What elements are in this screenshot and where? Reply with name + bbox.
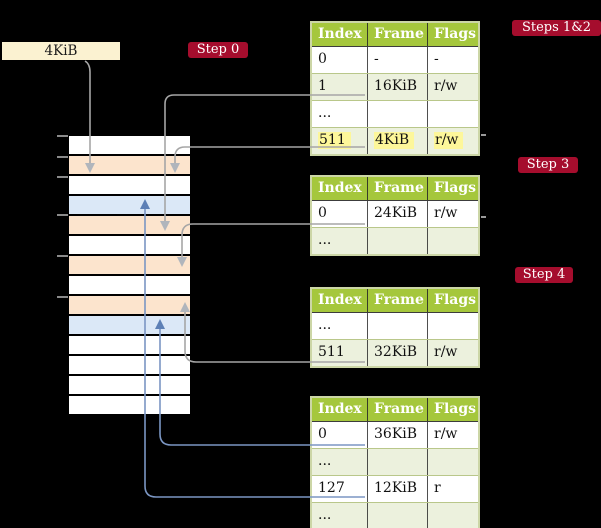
- table-cell: 24KiB: [368, 201, 428, 227]
- memory-page-orange: [69, 296, 190, 314]
- badge-steps-1-2: Steps 1&2: [512, 20, 601, 36]
- table-cell: ...: [312, 101, 368, 127]
- table-cell: [368, 449, 428, 475]
- memory-page-orange: [69, 156, 190, 174]
- table-cell: [368, 101, 428, 127]
- column-header-index: Index: [312, 177, 368, 200]
- table-cell: ...: [312, 503, 368, 528]
- table-row: ...: [312, 448, 478, 475]
- table-cell: 0: [312, 47, 368, 73]
- tick-mark: [57, 135, 68, 137]
- memory-page-white: [69, 336, 190, 354]
- table-cell: r/w: [428, 128, 478, 154]
- table-cell: [428, 313, 478, 339]
- column-header-frame: Frame: [368, 23, 428, 46]
- memory-page-white: [69, 136, 190, 154]
- tick-mark: [57, 176, 68, 178]
- table-cell: 0: [312, 422, 368, 448]
- table-cell: [368, 313, 428, 339]
- table-row: ...: [312, 227, 478, 254]
- memory-page-white: [69, 376, 190, 394]
- column-header-flags: Flags: [434, 180, 476, 196]
- column-header-frame: Frame: [368, 289, 428, 312]
- tick-mark: [57, 156, 68, 158]
- tick-mark: [57, 255, 68, 257]
- table-row: ...: [312, 502, 478, 528]
- table-cell: r/w: [434, 344, 458, 360]
- table-cell: -: [368, 47, 428, 73]
- table-row: 511 4KiB r/w: [312, 127, 478, 154]
- memory-page-white: [69, 276, 190, 294]
- column-header-frame: Frame: [368, 177, 428, 200]
- table-cell: 511: [312, 340, 368, 366]
- tick-mark: [57, 296, 68, 298]
- table-cell: 4KiB: [368, 128, 428, 154]
- table-cell: r: [434, 480, 441, 496]
- table-cell: ...: [312, 313, 368, 339]
- column-header-index: Index: [312, 398, 368, 421]
- table-cell: r/w: [434, 205, 458, 221]
- tick-mark: [57, 214, 68, 216]
- highlighted-value: 4KiB: [374, 132, 415, 149]
- badge-step-3: Step 3: [518, 157, 578, 173]
- table-cell: r/w: [434, 78, 458, 94]
- page-size-label: 4KiB: [2, 42, 120, 60]
- stub-dash: [481, 134, 486, 136]
- column-header-flags: Flags: [434, 26, 476, 42]
- memory-page-blue: [69, 196, 190, 214]
- table-cell: 0: [312, 201, 368, 227]
- memory-column: [69, 136, 190, 416]
- table-cell: ...: [312, 449, 368, 475]
- highlighted-value: 511: [318, 132, 351, 149]
- table-cell: [368, 228, 428, 254]
- table-cell: 511: [312, 128, 368, 154]
- highlighted-value: r/w: [434, 132, 464, 149]
- memory-page-white: [69, 396, 190, 414]
- column-header-index: Index: [312, 23, 368, 46]
- table-cell: 36KiB: [368, 422, 428, 448]
- table-row: ...: [312, 313, 478, 339]
- memory-page-orange: [69, 256, 190, 274]
- table-cell: -: [434, 51, 439, 67]
- table-row: ...: [312, 100, 478, 127]
- column-header-index: Index: [312, 289, 368, 312]
- table-cell: 16KiB: [368, 74, 428, 100]
- memory-page-white: [69, 356, 190, 374]
- memory-page-orange: [69, 216, 190, 234]
- table-cell: r/w: [434, 426, 458, 442]
- table-cell: [428, 449, 478, 475]
- table-row: 0--: [312, 47, 478, 73]
- table-cell: [428, 503, 478, 528]
- table-cell: ...: [312, 228, 368, 254]
- table-cell: [368, 503, 428, 528]
- column-header-frame: Frame: [368, 398, 428, 421]
- stub-dash: [481, 216, 486, 218]
- table-cell: 127: [312, 476, 368, 502]
- memory-page-blue: [69, 316, 190, 334]
- table-cell: 32KiB: [368, 340, 428, 366]
- column-header-flags: Flags: [434, 401, 476, 417]
- badge-step-0: Step 0: [188, 42, 248, 58]
- table-cell: 12KiB: [368, 476, 428, 502]
- badge-step-4: Step 4: [515, 267, 573, 283]
- table-cell: [428, 101, 478, 127]
- memory-page-white: [69, 176, 190, 194]
- memory-page-white: [69, 236, 190, 254]
- table-cell: 1: [312, 74, 368, 100]
- table-cell: [428, 228, 478, 254]
- column-header-flags: Flags: [434, 292, 476, 308]
